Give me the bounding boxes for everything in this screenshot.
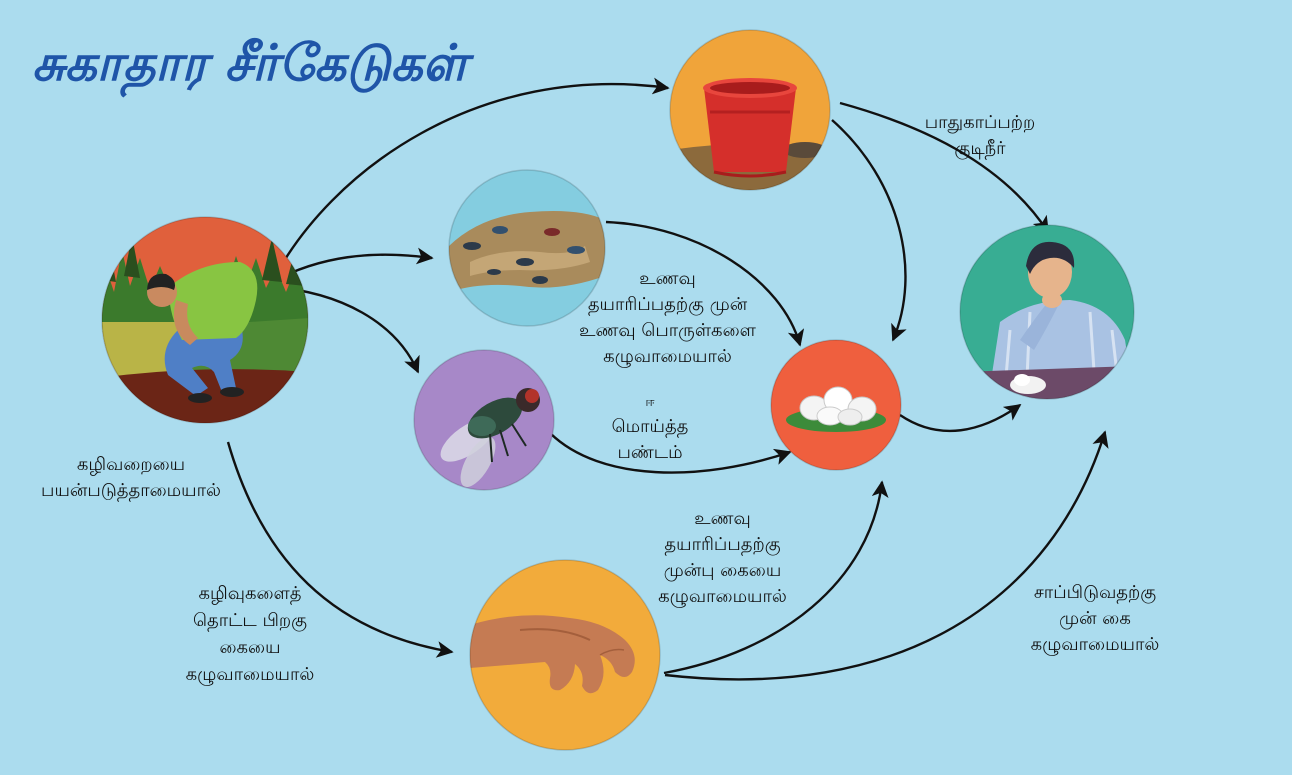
label-line: குடிநீர் (915, 136, 1045, 162)
label-line: மொய்த்த (590, 414, 710, 440)
label-line: கழுவாமையால் (555, 344, 780, 370)
label-unwashed-hands-cooking: உணவு தயாரிப்பதற்கு முன்பு கையை கழுவாமையா… (620, 506, 825, 610)
label-line: சாப்பிடுவதற்கு (995, 580, 1195, 606)
label-unwashed-hands-eating: சாப்பிடுவதற்கு முன் கை கழுவாமையால் (995, 580, 1195, 658)
page-title: சுகாதார சீர்கேடுகள் (32, 34, 468, 99)
label-line: பண்டம் (590, 440, 710, 466)
label-line: கழிவறையை (0, 452, 262, 478)
label-line: தயாரிப்பதற்கு முன் (555, 292, 780, 318)
label-line: கையை (145, 634, 355, 661)
open-defecation-illustration (100, 215, 310, 425)
boy-eating-illustration (960, 225, 1134, 400)
label-no-toilet: கழிவறையை பயன்படுத்தாமையால் (0, 452, 262, 504)
label-unwashed-hands-after-waste: கழிவுகளைத் தொட்ட பிறகு கையை கழுவாமையால் (145, 580, 355, 688)
label-unwashed-food: உணவு தயாரிப்பதற்கு முன் உணவு பொருள்களை க… (555, 266, 780, 370)
food-illustration (771, 340, 901, 470)
label-line: கழிவுகளைத் (145, 580, 355, 607)
label-line: ஈ (590, 392, 710, 414)
label-line: முன் கை (995, 606, 1195, 632)
label-line: உணவு பொருள்களை (555, 318, 780, 344)
arrow-water-to-food (832, 120, 905, 340)
arrow-food-to-boy (900, 405, 1020, 431)
label-line: முன்பு கையை (620, 558, 825, 584)
label-line: கழுவாமையால் (620, 584, 825, 610)
label-fly-food: ஈ மொய்த்த பண்டம் (590, 392, 710, 466)
label-line: உணவு (555, 266, 780, 292)
label-line: கழுவாமையால் (145, 661, 355, 688)
label-unsafe-water: பாதுகாப்பற்ற குடிநீர் (915, 110, 1045, 162)
fly-illustration (414, 350, 554, 492)
label-line: பாதுகாப்பற்ற (915, 110, 1045, 136)
label-line: உணவு (620, 506, 825, 532)
label-line: கழுவாமையால் (995, 632, 1195, 658)
label-line: தயாரிப்பதற்கு (620, 532, 825, 558)
label-line: தொட்ட பிறகு (145, 607, 355, 634)
label-line: பயன்படுத்தாமையால் (0, 478, 262, 504)
bucket-illustration (670, 30, 830, 190)
